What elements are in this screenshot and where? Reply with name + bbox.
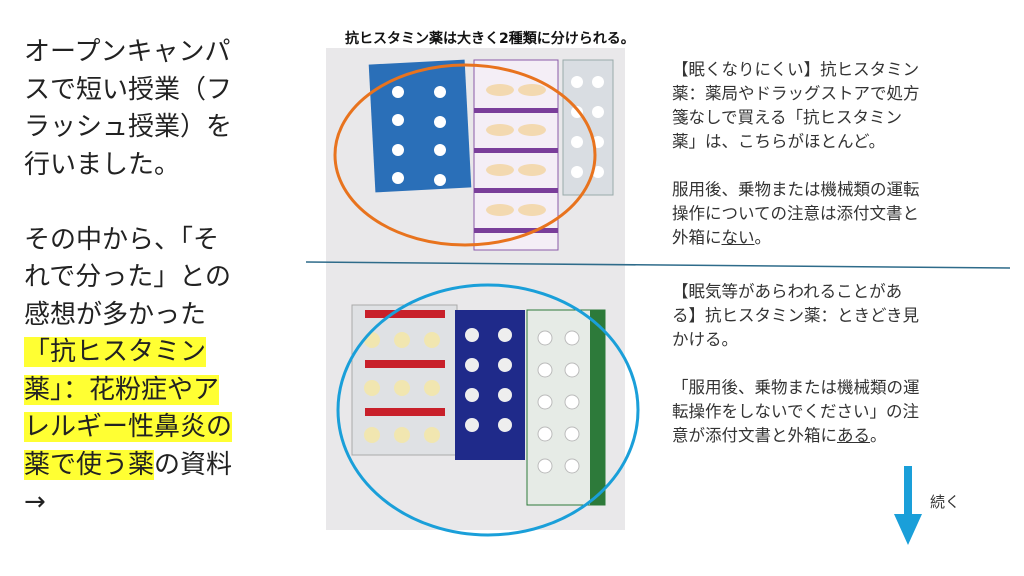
blister-pack-navy — [455, 310, 525, 460]
text-line: 外箱に — [672, 228, 722, 247]
text-line: る】抗ヒスタミン薬：ときどき見 — [672, 306, 920, 325]
left-line: スで短い授業（フ — [24, 74, 233, 105]
left-line: その中から、「そ — [24, 224, 220, 255]
highlighted-text: 「抗ヒスタミン — [24, 337, 207, 367]
right-arrow-icon: → — [24, 487, 46, 517]
blister-pack-blue-upper — [368, 59, 472, 193]
text-line: 服用後、乗物または機械類の運転 — [672, 180, 920, 199]
left-line: ラッシュ授業）を — [24, 112, 233, 142]
continue-label: 続く — [930, 493, 961, 511]
slide-title: 抗ヒスタミン薬は大きく2種類に分けられる。 — [345, 31, 635, 47]
blister-pack-green — [526, 309, 606, 506]
text-line: 。 — [870, 426, 887, 445]
text-line: 「服用後、乗物または機械類の運 — [672, 378, 920, 397]
left-line-tail: の資料 — [154, 449, 233, 480]
text-line: 意が添付文書と外箱に — [672, 426, 837, 445]
text-line: 薬」は、こちらがほとんど。 — [672, 132, 886, 151]
upper-description: 【眠くなりにくい】抗ヒスタミン 薬：薬局やドラッグストアで処方 箋なしで買える「… — [672, 58, 972, 250]
left-line: れで分った」との — [24, 262, 231, 292]
highlighted-text: 薬で使う薬 — [24, 449, 155, 480]
highlighted-text: 薬」：花粉症やア — [24, 374, 220, 405]
orange-ellipse — [333, 63, 597, 247]
text-line: 。 — [754, 228, 772, 247]
left-line: 感想が多かった — [24, 299, 207, 330]
text-line: 箋なしで買える「抗ヒスタミン — [672, 108, 903, 127]
lower-description: 【眠気等があらわれることがあ る】抗ヒスタミン薬：ときどき見 かける。 「服用後… — [672, 280, 972, 448]
blue-ellipse — [336, 283, 640, 537]
text-line: 転操作をしないでください」の注 — [672, 402, 920, 421]
left-line: 行いました。 — [24, 149, 181, 180]
text-line: 【眠気等があらわれることがあ — [672, 282, 903, 301]
text-line: 【眠くなりにくい】抗ヒスタミン — [672, 60, 920, 79]
text-line: 操作についての注意は添付文書と — [672, 204, 920, 223]
blister-pack-purple — [473, 59, 559, 251]
blister-pack-red-silver — [351, 304, 458, 456]
down-arrow-icon — [894, 466, 922, 545]
highlighted-text: レルギー性鼻炎の — [24, 412, 233, 442]
text-line: かける。 — [672, 330, 738, 349]
left-text-block: オープンキャンパ スで短い授業（フ ラッシュ授業）を 行いました。 その中から、… — [24, 34, 284, 522]
underlined-text: ない — [721, 228, 755, 247]
underlined-text: ある — [837, 426, 870, 445]
divider-line — [305, 261, 1011, 269]
left-line: オープンキャンパ — [24, 37, 231, 67]
text-line: 薬：薬局やドラッグストアで処方 — [672, 84, 920, 103]
